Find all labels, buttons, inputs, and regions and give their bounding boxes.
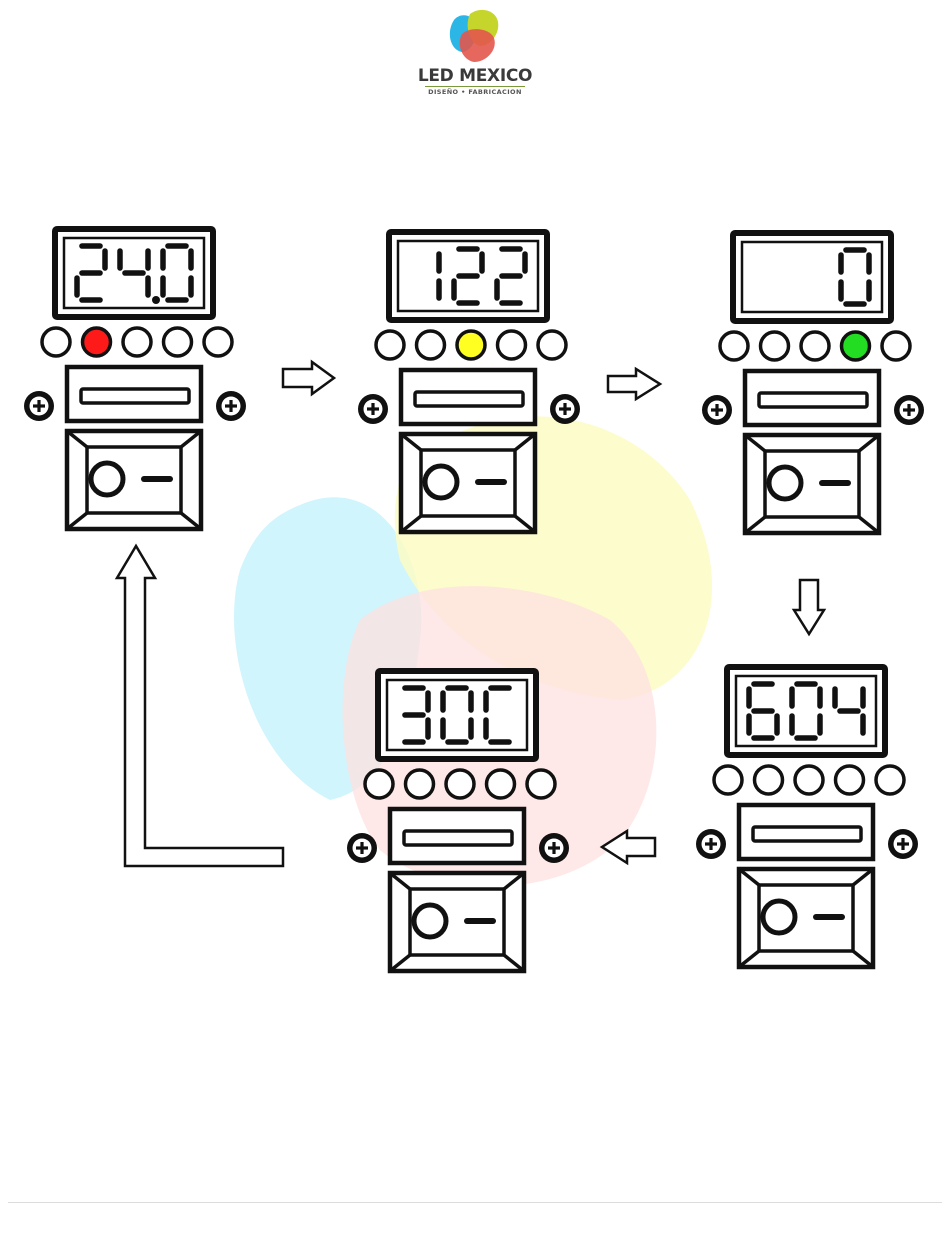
controller-5 bbox=[347, 671, 569, 971]
indicator-led bbox=[42, 328, 70, 356]
indicator-led-row bbox=[365, 770, 555, 798]
plus-circle-icon[interactable] bbox=[550, 394, 580, 424]
slider-panel bbox=[739, 805, 873, 859]
indicator-led bbox=[842, 332, 870, 360]
indicator-led bbox=[538, 331, 566, 359]
arrow-left bbox=[602, 831, 655, 863]
power-button-panel[interactable] bbox=[390, 873, 524, 971]
power-button-panel[interactable] bbox=[401, 434, 535, 532]
power-button-panel[interactable] bbox=[67, 431, 201, 529]
power-button-icon[interactable] bbox=[414, 905, 446, 937]
plus-circle-icon[interactable] bbox=[24, 391, 54, 421]
indicator-led bbox=[720, 332, 748, 360]
indicator-led bbox=[365, 770, 393, 798]
plus-circle-icon[interactable] bbox=[696, 829, 726, 859]
plus-circle-icon[interactable] bbox=[216, 391, 246, 421]
indicator-led bbox=[446, 770, 474, 798]
indicator-led bbox=[801, 332, 829, 360]
power-button-icon[interactable] bbox=[425, 466, 457, 498]
seven-segment-display bbox=[378, 671, 536, 759]
controller-1 bbox=[24, 229, 246, 529]
indicator-led bbox=[882, 332, 910, 360]
seven-segment-display bbox=[389, 232, 547, 320]
indicator-led bbox=[498, 331, 526, 359]
seven-segment-display bbox=[733, 233, 891, 321]
slider-panel bbox=[745, 371, 879, 425]
power-button-panel[interactable] bbox=[739, 869, 873, 967]
controller-2 bbox=[358, 232, 580, 532]
arrow-return-up bbox=[117, 546, 283, 866]
power-button-icon[interactable] bbox=[763, 901, 795, 933]
power-button-panel[interactable] bbox=[745, 435, 879, 533]
power-button-icon[interactable] bbox=[769, 467, 801, 499]
slider-panel bbox=[67, 367, 201, 421]
indicator-led-row bbox=[376, 331, 566, 359]
controller-4 bbox=[696, 667, 918, 967]
arrow-down bbox=[794, 580, 824, 634]
indicator-led bbox=[417, 331, 445, 359]
arrow-right-2 bbox=[608, 369, 660, 399]
arrow-right-1 bbox=[283, 362, 334, 394]
indicator-led-row bbox=[42, 328, 232, 356]
indicator-led bbox=[795, 766, 823, 794]
indicator-led bbox=[761, 332, 789, 360]
indicator-led bbox=[376, 331, 404, 359]
seven-segment-display bbox=[55, 229, 213, 317]
indicator-led bbox=[164, 328, 192, 356]
indicator-led bbox=[406, 770, 434, 798]
indicator-led bbox=[527, 770, 555, 798]
indicator-led bbox=[457, 331, 485, 359]
slider-panel bbox=[390, 809, 524, 863]
indicator-led bbox=[755, 766, 783, 794]
slider-panel bbox=[401, 370, 535, 424]
plus-circle-icon[interactable] bbox=[539, 833, 569, 863]
plus-circle-icon[interactable] bbox=[888, 829, 918, 859]
footer-divider bbox=[8, 1202, 942, 1203]
seven-segment-display bbox=[727, 667, 885, 755]
plus-circle-icon[interactable] bbox=[347, 833, 377, 863]
plus-circle-icon[interactable] bbox=[702, 395, 732, 425]
indicator-led-row bbox=[720, 332, 910, 360]
indicator-led bbox=[836, 766, 864, 794]
indicator-led bbox=[204, 328, 232, 356]
indicator-led bbox=[876, 766, 904, 794]
indicator-led bbox=[714, 766, 742, 794]
indicator-led-row bbox=[714, 766, 904, 794]
controller-3 bbox=[702, 233, 924, 533]
indicator-led bbox=[83, 328, 111, 356]
indicator-led bbox=[487, 770, 515, 798]
power-button-icon[interactable] bbox=[91, 463, 123, 495]
plus-circle-icon[interactable] bbox=[358, 394, 388, 424]
plus-circle-icon[interactable] bbox=[894, 395, 924, 425]
indicator-led bbox=[123, 328, 151, 356]
